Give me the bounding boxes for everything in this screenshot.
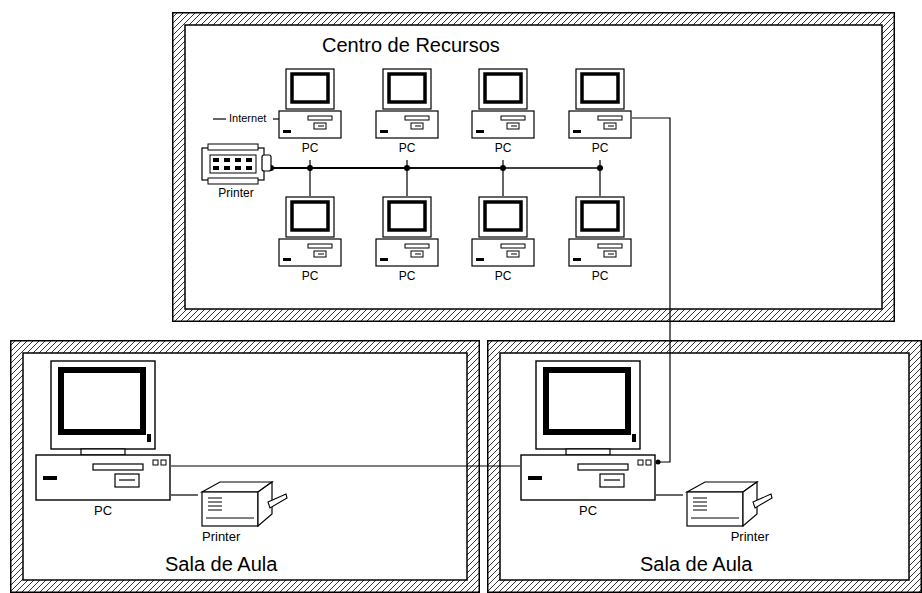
network-cable (272, 160, 503, 168)
internet-wire (213, 118, 226, 119)
network-cable (272, 168, 310, 196)
computer-icon (375, 68, 439, 140)
computer-icon (376, 197, 438, 266)
device-label: PC (298, 142, 323, 156)
room-name: Sala de Aula (640, 553, 752, 576)
network-cable (272, 168, 600, 196)
hatched-wall (172, 12, 895, 322)
device-label: PC (491, 142, 516, 156)
network-cable (171, 494, 198, 495)
computer-icon (568, 68, 632, 140)
network-cable (272, 160, 600, 168)
printer-icon (687, 482, 772, 526)
device-label: PC (491, 270, 516, 284)
room: Sala de Aula PC Printer (487, 340, 922, 593)
printer: Printer (198, 476, 288, 550)
computer: PC (471, 68, 535, 160)
printer: Printer (683, 476, 773, 550)
network-label: Internet (229, 111, 266, 125)
device-label: PC (395, 142, 420, 156)
wall-outline (488, 341, 922, 593)
wall-outline (185, 25, 882, 309)
computer-icon (471, 68, 535, 140)
computer-icon (520, 360, 656, 502)
computer-icon (472, 69, 534, 138)
computer: PC (375, 196, 439, 288)
printer-icon (202, 482, 287, 526)
network-cable (272, 160, 407, 168)
computer-icon (278, 68, 342, 140)
printer-icon (683, 476, 773, 528)
room-name: Centro de Recursos (322, 34, 500, 57)
room: Centro de RecursosPCPCPCPCPrinterPCPCPCP… (172, 12, 895, 322)
computer: PC (568, 68, 632, 160)
computer-icon (35, 360, 171, 502)
wall-outline (173, 13, 895, 322)
network-cable (656, 494, 683, 495)
printer-icon (202, 144, 271, 184)
computer-icon (569, 69, 631, 138)
computer: PC (375, 68, 439, 160)
device-label: Printer (214, 187, 257, 201)
computer: PC (35, 360, 171, 535)
device-label: PC (90, 504, 116, 519)
network-cable (272, 168, 503, 196)
printer: Printer (200, 143, 272, 205)
internet-wire (273, 118, 279, 119)
device-label: Printer (727, 530, 773, 545)
wall-outline (11, 341, 480, 593)
computer-icon (279, 69, 341, 138)
computer-icon (568, 196, 632, 268)
device-label: Printer (198, 530, 244, 545)
wall-hatching (10, 340, 480, 593)
wall-outline (500, 353, 909, 580)
computer: PC (278, 196, 342, 288)
computer-icon (521, 361, 655, 500)
computer: PC (520, 360, 656, 535)
network-cable (272, 160, 310, 168)
room: Sala de Aula PC Printer (10, 340, 480, 593)
printer-icon (198, 476, 288, 528)
device-label: PC (575, 504, 601, 519)
wall-hatching (487, 340, 922, 593)
printer-icon (200, 143, 272, 185)
computer: PC (471, 196, 535, 288)
wall-outline (23, 353, 467, 580)
network-cable (272, 168, 407, 196)
computer-icon (279, 197, 341, 266)
device-label: PC (588, 142, 613, 156)
computer-icon (472, 197, 534, 266)
device-label: PC (588, 270, 613, 284)
computer-icon (375, 196, 439, 268)
computer-icon (471, 196, 535, 268)
room-name: Sala de Aula (165, 553, 277, 576)
computer: PC (278, 68, 342, 160)
computer-icon (569, 197, 631, 266)
wall-hatching (172, 12, 895, 322)
device-label: PC (298, 270, 323, 284)
computer: PC (568, 196, 632, 288)
computer-icon (376, 69, 438, 138)
computer-icon (278, 196, 342, 268)
device-label: PC (395, 270, 420, 284)
computer-icon (36, 361, 170, 500)
